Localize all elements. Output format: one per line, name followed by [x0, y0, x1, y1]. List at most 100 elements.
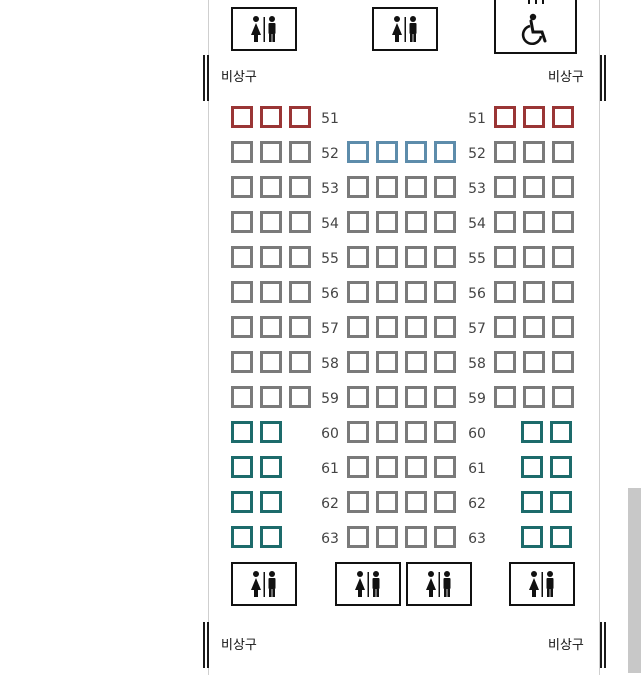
seat-63-L1[interactable] — [231, 526, 253, 548]
seat-54-R1[interactable] — [494, 211, 516, 233]
scrollbar-thumb[interactable] — [628, 488, 641, 673]
seat-53-M2[interactable] — [376, 176, 398, 198]
seat-53-L3[interactable] — [289, 176, 311, 198]
seat-63-M4[interactable] — [434, 526, 456, 548]
seat-51-L2[interactable] — [260, 106, 282, 128]
seat-61-L1[interactable] — [231, 456, 253, 478]
seat-62-M2[interactable] — [376, 491, 398, 513]
seat-62-M3[interactable] — [405, 491, 427, 513]
seat-61-M1[interactable] — [347, 456, 369, 478]
seat-59-R2[interactable] — [523, 386, 545, 408]
seat-63-M3[interactable] — [405, 526, 427, 548]
seat-55-M1[interactable] — [347, 246, 369, 268]
seat-56-L1[interactable] — [231, 281, 253, 303]
seat-59-R3[interactable] — [552, 386, 574, 408]
seat-61-R2[interactable] — [550, 456, 572, 478]
seat-58-L3[interactable] — [289, 351, 311, 373]
seat-53-R3[interactable] — [552, 176, 574, 198]
seat-61-R1[interactable] — [521, 456, 543, 478]
seat-55-R3[interactable] — [552, 246, 574, 268]
seat-53-L2[interactable] — [260, 176, 282, 198]
seat-51-R2[interactable] — [523, 106, 545, 128]
seat-60-M3[interactable] — [405, 421, 427, 443]
seat-61-L2[interactable] — [260, 456, 282, 478]
seat-56-L3[interactable] — [289, 281, 311, 303]
seat-56-R2[interactable] — [523, 281, 545, 303]
seat-59-L2[interactable] — [260, 386, 282, 408]
seat-59-M1[interactable] — [347, 386, 369, 408]
seat-57-L2[interactable] — [260, 316, 282, 338]
seat-63-R1[interactable] — [521, 526, 543, 548]
seat-58-M2[interactable] — [376, 351, 398, 373]
seat-60-M4[interactable] — [434, 421, 456, 443]
seat-59-M4[interactable] — [434, 386, 456, 408]
seat-60-M1[interactable] — [347, 421, 369, 443]
seat-54-R3[interactable] — [552, 211, 574, 233]
seat-57-M1[interactable] — [347, 316, 369, 338]
seat-57-M3[interactable] — [405, 316, 427, 338]
seat-56-M2[interactable] — [376, 281, 398, 303]
seat-58-R2[interactable] — [523, 351, 545, 373]
seat-55-L3[interactable] — [289, 246, 311, 268]
seat-60-R1[interactable] — [521, 421, 543, 443]
seat-63-L2[interactable] — [260, 526, 282, 548]
seat-57-M4[interactable] — [434, 316, 456, 338]
seat-60-L1[interactable] — [231, 421, 253, 443]
seat-54-M2[interactable] — [376, 211, 398, 233]
seat-60-R2[interactable] — [550, 421, 572, 443]
seat-54-L3[interactable] — [289, 211, 311, 233]
seat-54-M3[interactable] — [405, 211, 427, 233]
seat-52-M3[interactable] — [405, 141, 427, 163]
seat-56-M1[interactable] — [347, 281, 369, 303]
seat-54-M1[interactable] — [347, 211, 369, 233]
seat-57-L3[interactable] — [289, 316, 311, 338]
seat-51-L3[interactable] — [289, 106, 311, 128]
seat-57-R3[interactable] — [552, 316, 574, 338]
seat-54-L1[interactable] — [231, 211, 253, 233]
seat-59-L1[interactable] — [231, 386, 253, 408]
seat-58-L2[interactable] — [260, 351, 282, 373]
seat-52-L1[interactable] — [231, 141, 253, 163]
seat-53-M4[interactable] — [434, 176, 456, 198]
seat-54-L2[interactable] — [260, 211, 282, 233]
seat-58-M1[interactable] — [347, 351, 369, 373]
seat-54-M4[interactable] — [434, 211, 456, 233]
seat-62-M1[interactable] — [347, 491, 369, 513]
seat-62-R2[interactable] — [550, 491, 572, 513]
seat-56-L2[interactable] — [260, 281, 282, 303]
seat-59-M3[interactable] — [405, 386, 427, 408]
seat-59-L3[interactable] — [289, 386, 311, 408]
seat-53-R1[interactable] — [494, 176, 516, 198]
seat-55-L1[interactable] — [231, 246, 253, 268]
seat-55-L2[interactable] — [260, 246, 282, 268]
seat-52-M1[interactable] — [347, 141, 369, 163]
seat-58-M3[interactable] — [405, 351, 427, 373]
seat-57-R1[interactable] — [494, 316, 516, 338]
seat-60-L2[interactable] — [260, 421, 282, 443]
seat-53-M3[interactable] — [405, 176, 427, 198]
seat-63-M2[interactable] — [376, 526, 398, 548]
seat-52-M4[interactable] — [434, 141, 456, 163]
seat-60-M2[interactable] — [376, 421, 398, 443]
seat-55-R2[interactable] — [523, 246, 545, 268]
seat-57-M2[interactable] — [376, 316, 398, 338]
seat-61-M2[interactable] — [376, 456, 398, 478]
seat-55-M2[interactable] — [376, 246, 398, 268]
seat-55-R1[interactable] — [494, 246, 516, 268]
seat-53-M1[interactable] — [347, 176, 369, 198]
seat-62-R1[interactable] — [521, 491, 543, 513]
seat-56-R3[interactable] — [552, 281, 574, 303]
seat-56-R1[interactable] — [494, 281, 516, 303]
seat-63-M1[interactable] — [347, 526, 369, 548]
seat-59-M2[interactable] — [376, 386, 398, 408]
seat-62-L2[interactable] — [260, 491, 282, 513]
seat-59-R1[interactable] — [494, 386, 516, 408]
seat-52-M2[interactable] — [376, 141, 398, 163]
seat-63-R2[interactable] — [550, 526, 572, 548]
seat-54-R2[interactable] — [523, 211, 545, 233]
seat-55-M3[interactable] — [405, 246, 427, 268]
seat-51-R1[interactable] — [494, 106, 516, 128]
seat-52-R3[interactable] — [552, 141, 574, 163]
seat-61-M4[interactable] — [434, 456, 456, 478]
seat-51-R3[interactable] — [552, 106, 574, 128]
